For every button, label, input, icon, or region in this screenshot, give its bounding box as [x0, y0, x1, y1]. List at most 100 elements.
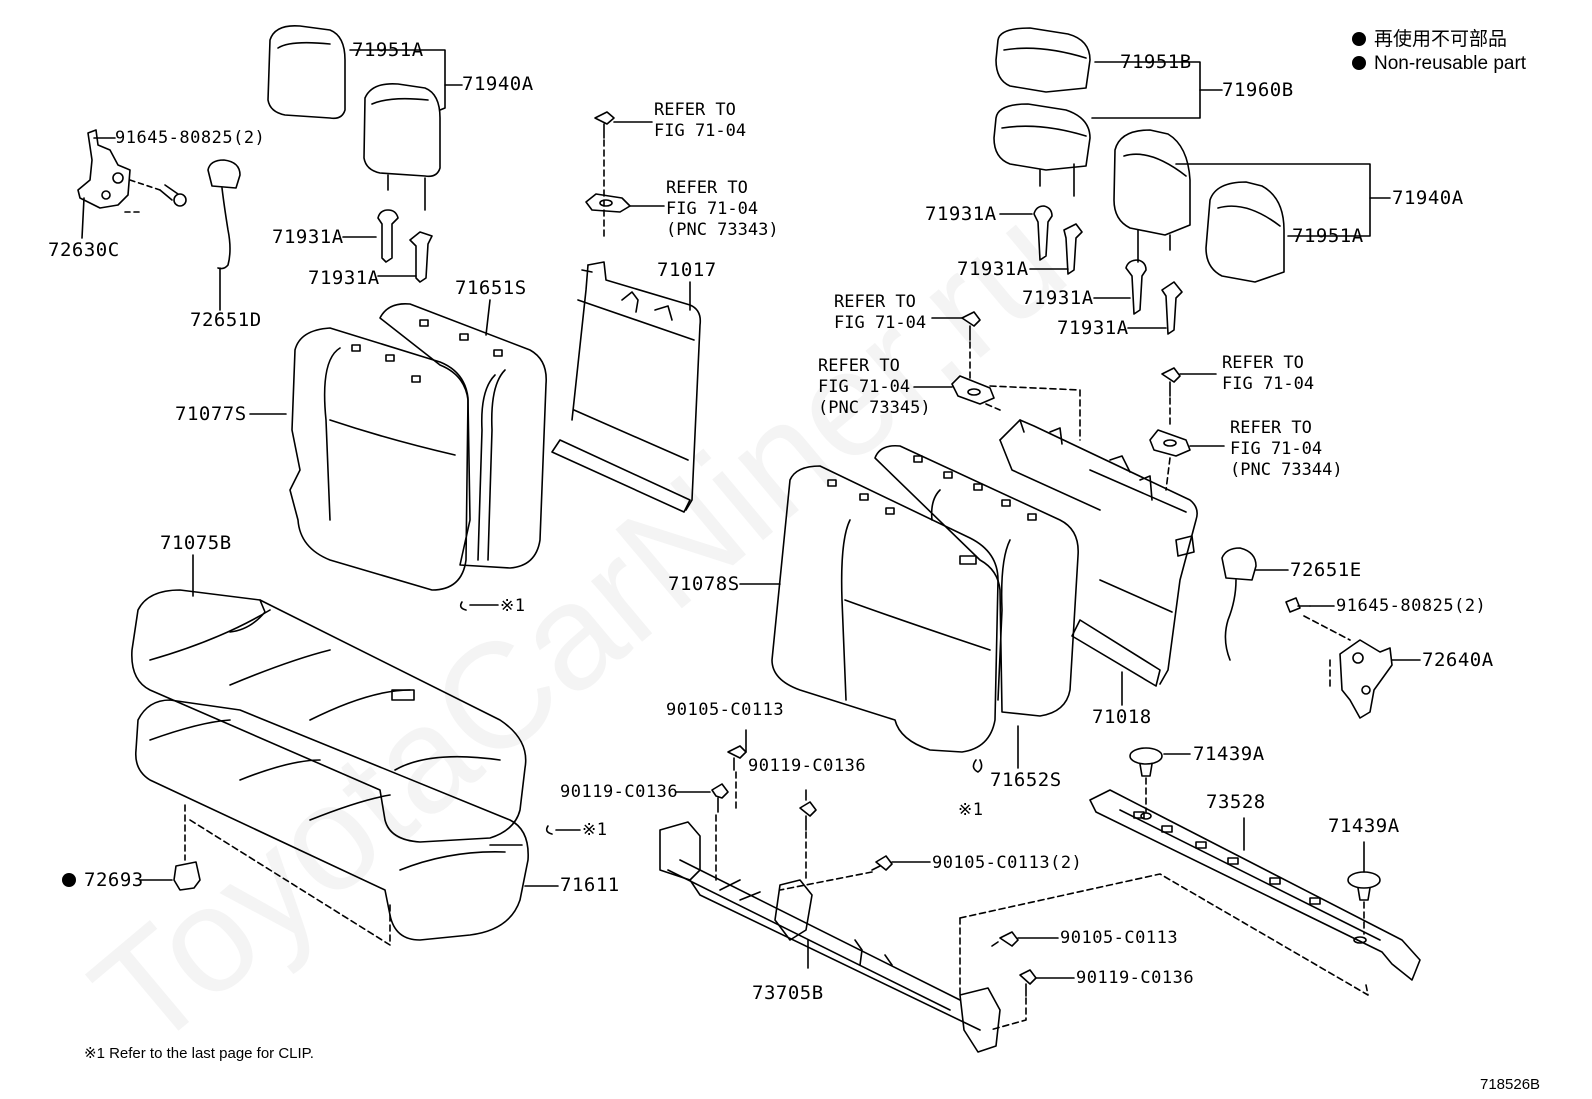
headrest-71940A-right: [1113, 129, 1191, 263]
legend-en: Non-reusable part: [1352, 52, 1526, 76]
hinge-73705B: [659, 821, 1001, 1053]
headrest-71951B-2: [993, 103, 1091, 197]
label-73528: 73528: [1206, 791, 1266, 813]
label-71018: 71018: [1092, 706, 1152, 728]
bracket-72640A: [1339, 639, 1393, 719]
label-90119-c: 90119-C0136: [1076, 968, 1195, 988]
refer-note-line: (PNC 73343): [666, 220, 779, 240]
bolts-center: [711, 745, 1037, 997]
label-71940A-right: 71940A: [1392, 187, 1464, 209]
label-clip-2: ※1: [582, 820, 608, 840]
label-71960B: 71960B: [1222, 79, 1294, 101]
label-clip-3: ※1: [958, 800, 984, 820]
label-71651S: 71651S: [455, 277, 527, 299]
label-90119-b: 90119-C0136: [748, 756, 867, 776]
cushion-71611: [134, 699, 529, 941]
refer-note-line: REFER TO: [1222, 353, 1304, 373]
label-71652S: 71652S: [990, 769, 1062, 791]
cable-72651E: [1221, 547, 1257, 661]
seatback-71652S: [874, 444, 1079, 717]
label-72630C: 72630C: [48, 239, 120, 261]
nut-ref-r6: [1149, 429, 1191, 457]
label-71439A-2: 71439A: [1328, 815, 1400, 837]
label-71077S: 71077S: [175, 403, 247, 425]
refer-note-line: FIG 71-04: [1230, 439, 1323, 459]
trim-73528: [1089, 789, 1421, 981]
clip-71439A-1: [1129, 747, 1163, 777]
refer-note-line: REFER TO: [818, 356, 900, 376]
label-71931A-r2: 71931A: [957, 258, 1029, 280]
non-reusable-dot-icon: [1352, 32, 1366, 46]
refer-note-line: REFER TO: [834, 292, 916, 312]
label-71931A-r3: 71931A: [1022, 287, 1094, 309]
cushion-71075B: [131, 589, 527, 843]
label-71951B: 71951B: [1120, 51, 1192, 73]
refer-note-5: REFER TO FIG 71-04: [1222, 353, 1314, 395]
label-71940A-left: 71940A: [462, 73, 534, 95]
label-90105-a: 90105-C0113: [666, 700, 785, 720]
seatback-71651S: [379, 302, 547, 569]
screw-ref-r3: [961, 311, 981, 341]
label-72640A: 72640A: [1422, 649, 1494, 671]
label-91645-right: 91645-80825(2): [1336, 596, 1487, 616]
refer-note-line: FIG 71-04: [818, 377, 911, 397]
refer-note-3: REFER TO FIG 71-04: [834, 292, 926, 334]
headrest-71940A-left: [363, 82, 441, 211]
footnote: ※1 Refer to the last page for CLIP.: [84, 1045, 314, 1062]
clip-71439A-2: [1347, 871, 1381, 901]
label-90119-a: 90119-C0136: [560, 782, 679, 802]
bolt-91645-right: [1285, 597, 1311, 613]
bracket-72630C: [77, 129, 131, 239]
label-clip-1: ※1: [500, 596, 526, 616]
legend-jp: 再使用不可部品: [1352, 28, 1526, 52]
refer-note-2: REFER TO FIG 71-04 (PNC 73343): [666, 178, 779, 241]
legend-jp-text: 再使用不可部品: [1374, 29, 1508, 50]
label-90105-b: 90105-C0113(2): [932, 853, 1083, 873]
headrest-71951A-right: [1205, 181, 1285, 283]
refer-note-line: REFER TO: [654, 100, 736, 120]
label-71931A-r1: 71931A: [925, 203, 997, 225]
refer-note-6: REFER TO FIG 71-04 (PNC 73344): [1230, 418, 1343, 481]
label-71931A-l2: 71931A: [308, 267, 380, 289]
label-73705B: 73705B: [752, 982, 824, 1004]
non-reusable-dot-icon: [62, 873, 76, 887]
refer-note-line: (PNC 73345): [818, 398, 931, 418]
label-72693: 72693: [62, 870, 144, 890]
label-71611: 71611: [560, 874, 620, 896]
legend: 再使用不可部品 Non-reusable part: [1352, 28, 1526, 76]
guide-71931A-r: [1033, 205, 1183, 335]
label-72651E: 72651E: [1290, 559, 1362, 581]
refer-note-line: FIG 71-04: [834, 313, 927, 333]
label-71075B: 71075B: [160, 532, 232, 554]
guide-71931A-l1: [377, 209, 399, 263]
refer-note-line: (PNC 73344): [1230, 460, 1343, 480]
nut-ref-r4: [951, 375, 995, 405]
label-91645-left: 91645-80825(2): [115, 128, 266, 148]
label-71017: 71017: [657, 259, 717, 281]
guide-71931A-l2: [409, 231, 433, 283]
refer-note-line: REFER TO: [1230, 418, 1312, 438]
seatback-71078S: [771, 465, 999, 753]
label-71931A-r4: 71931A: [1057, 317, 1129, 339]
refer-note-line: FIG 71-04: [666, 199, 759, 219]
screw-ref-r5: [1161, 367, 1181, 397]
screw-ref-r1: [594, 111, 615, 139]
seatback-71077S: [289, 327, 469, 591]
refer-note-line: FIG 71-04: [654, 121, 747, 141]
label-71078S: 71078S: [668, 573, 740, 595]
refer-note-line: FIG 71-04: [1222, 374, 1315, 394]
refer-note-line: REFER TO: [666, 178, 748, 198]
headrest-71951B: [995, 27, 1091, 93]
label-72651D: 72651D: [190, 309, 262, 331]
label-72693-text: 72693: [84, 869, 144, 891]
refer-note-1: REFER TO FIG 71-04: [654, 100, 746, 142]
label-71439A-1: 71439A: [1193, 743, 1265, 765]
frame-71018: [999, 419, 1198, 687]
nut-ref-r2: [585, 193, 631, 213]
refer-note-4: REFER TO FIG 71-04 (PNC 73345): [818, 356, 931, 419]
non-reusable-dot-icon: [1352, 56, 1366, 70]
label-71951A-top: 71951A: [352, 39, 424, 61]
legend-en-text: Non-reusable part: [1374, 53, 1527, 74]
clip-72693: [173, 861, 201, 891]
